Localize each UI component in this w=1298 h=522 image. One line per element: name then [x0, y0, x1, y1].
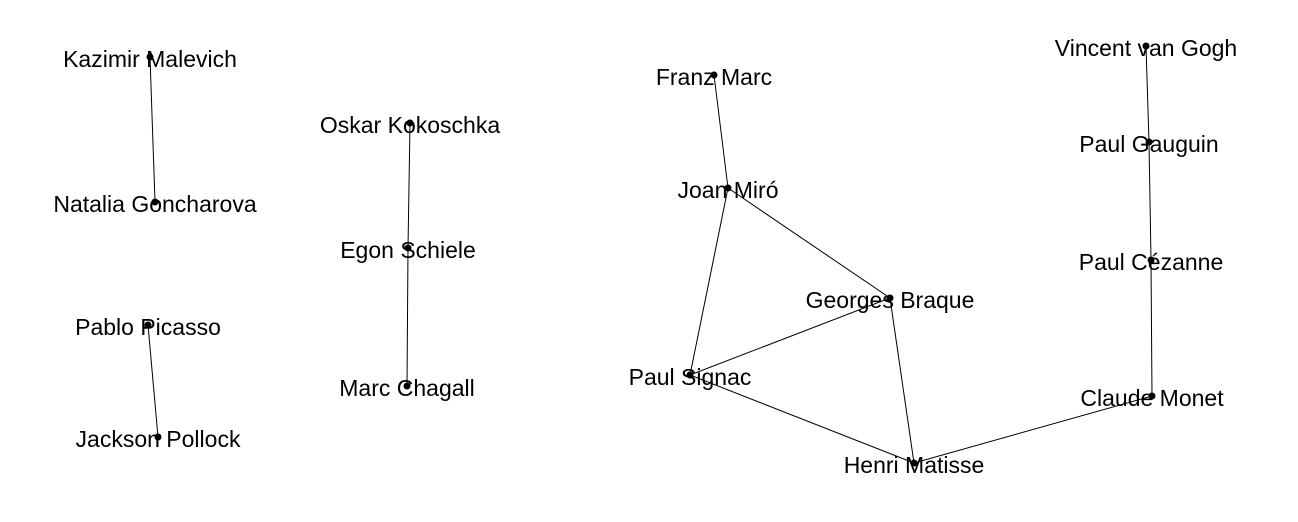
edge-signac-braque — [689, 297, 891, 376]
node-goncharova: Natalia Goncharova — [53, 191, 256, 217]
node-schiele: Egon Schiele — [340, 237, 476, 263]
edge-marc-miro — [713, 74, 729, 189]
node-malevich: Kazimir Malevich — [63, 46, 237, 72]
node-kokoschka: Oskar Kokoschka — [320, 112, 500, 138]
edge-picasso-pollock — [147, 324, 159, 438]
node-picasso: Pablo Picasso — [75, 314, 221, 340]
node-dot — [144, 321, 152, 329]
edge-schiele-chagall — [406, 247, 409, 387]
node-braque: Georges Braque — [806, 287, 975, 313]
node-dot — [403, 382, 411, 390]
edge-layer — [147, 45, 1153, 464]
edge-braque-matisse — [889, 297, 915, 464]
node-dot — [1145, 138, 1153, 146]
node-dot — [1147, 256, 1155, 264]
node-monet: Claude Monet — [1080, 385, 1224, 411]
node-gauguin: Paul Gauguin — [1079, 131, 1218, 157]
edge-gauguin-vangogh — [1145, 45, 1150, 143]
node-pollock: Jackson Pollock — [76, 426, 241, 452]
edge-signac-matisse — [689, 374, 915, 464]
edge-matisse-monet — [913, 395, 1153, 464]
node-dot — [886, 294, 894, 302]
edge-miro-signac — [689, 187, 729, 376]
node-marc: Franz Marc — [656, 64, 772, 90]
node-dot — [146, 53, 154, 61]
edge-monet-cezanne — [1150, 259, 1153, 397]
node-miro: Joan Miró — [678, 177, 779, 203]
node-dot — [151, 198, 159, 206]
node-dot — [724, 184, 732, 192]
node-dot — [404, 244, 412, 252]
node-chagall: Marc Chagall — [339, 375, 475, 401]
node-dot — [154, 433, 162, 441]
node-dot — [686, 371, 694, 379]
edge-malevich-goncharova — [149, 56, 156, 203]
edge-cezanne-gauguin — [1148, 141, 1152, 261]
node-dot — [406, 119, 414, 127]
node-signac: Paul Signac — [629, 364, 752, 390]
node-cezanne: Paul Cézanne — [1079, 249, 1224, 275]
node-dot — [1148, 392, 1156, 400]
edge-kokoschka-schiele — [407, 122, 411, 249]
node-vangogh: Vincent van Gogh — [1055, 35, 1237, 61]
node-dot — [710, 71, 718, 79]
node-matisse: Henri Matisse — [844, 452, 985, 478]
node-dot — [1142, 42, 1150, 50]
node-dot — [910, 459, 918, 467]
edge-miro-braque — [727, 187, 891, 299]
